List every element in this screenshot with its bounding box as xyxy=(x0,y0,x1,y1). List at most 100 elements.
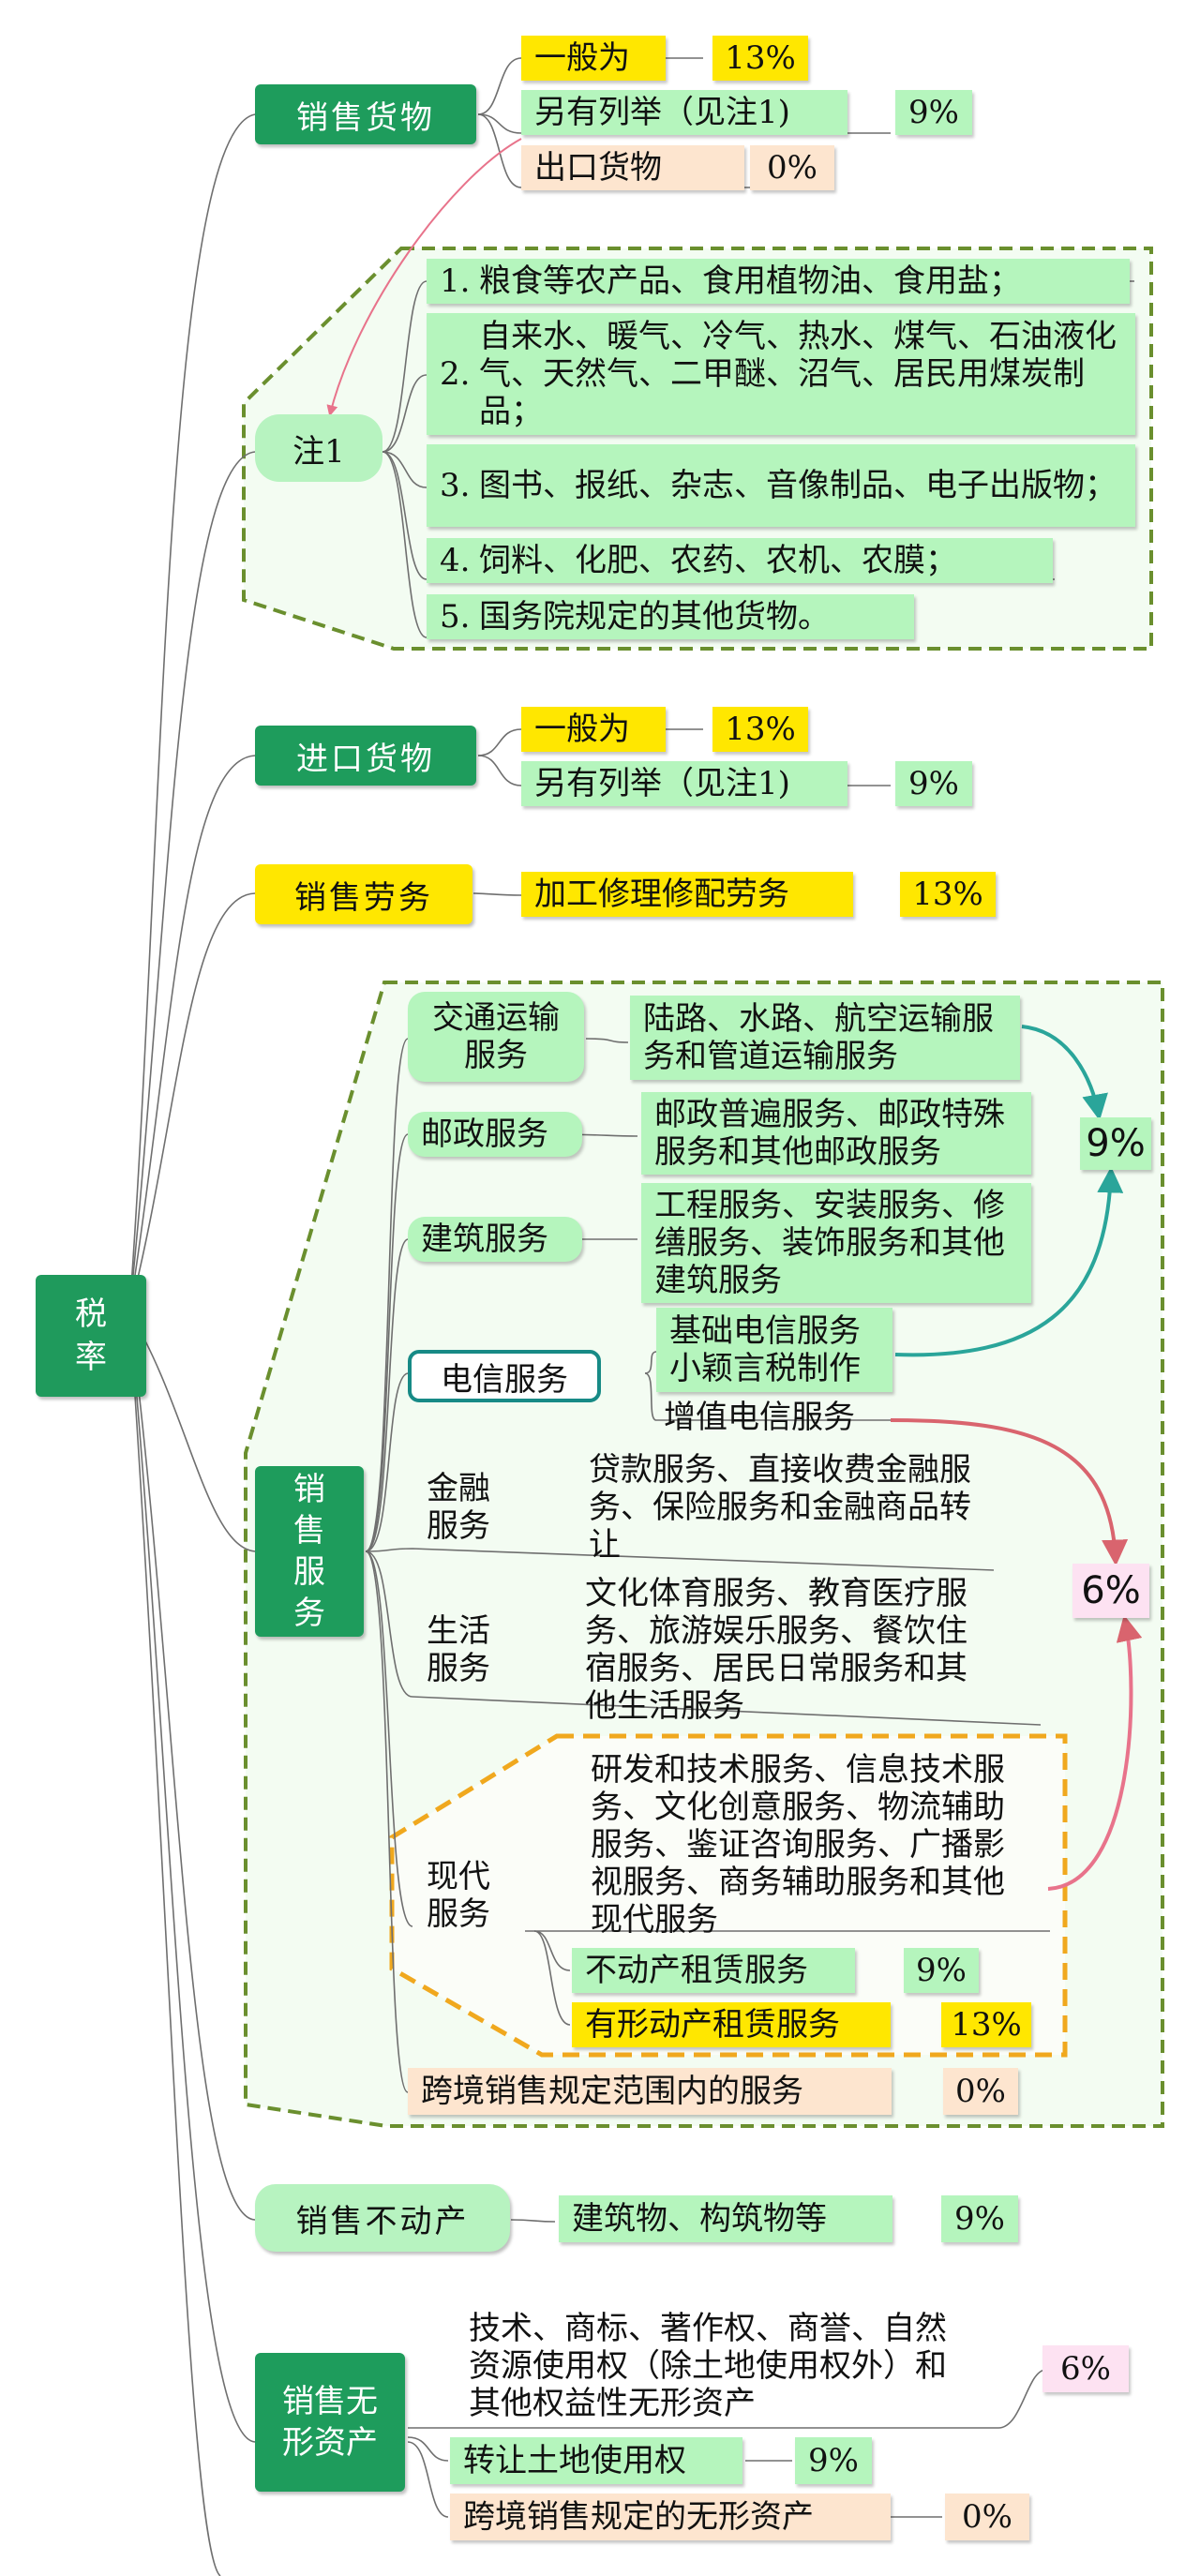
postal-label: 邮政服务 xyxy=(421,1116,548,1153)
note1-item-1: 1. 粮食等农产品、食用植物油、食用盐； xyxy=(427,259,1130,304)
import-goods-node[interactable]: 进口货物 xyxy=(255,726,476,786)
goods-listed-rate[interactable]: 9% xyxy=(895,90,972,135)
intangible-tech-text: 技术、商标、著作权、商誉、自然资源使用权（除土地使用权外）和其他权益性无形资产 xyxy=(469,2310,947,2422)
intangible-cross-border-label: 跨境销售规定的无形资产 xyxy=(463,2498,814,2536)
transport-detail: 陆路、水路、航空运输服务和管道运输服务 xyxy=(630,996,1020,1080)
sales-realestate-node[interactable]: 销售不动产 xyxy=(255,2184,510,2252)
finance-detail: 贷款服务、直接收费金融服务、保险服务和金融商品转让 xyxy=(589,1451,971,1564)
import-general-box[interactable]: 一般为 xyxy=(521,707,666,752)
import-general-label: 一般为 xyxy=(534,711,630,748)
transport-label: 交通运输服务 xyxy=(432,999,560,1074)
realestate-building-label: 建筑物、构筑物等 xyxy=(572,2200,827,2238)
root-node[interactable]: 税率 xyxy=(36,1275,146,1397)
import-listed-label: 另有列举（见注1) xyxy=(534,765,790,802)
import-general-rate[interactable]: 13% xyxy=(712,707,808,752)
modern-region xyxy=(389,1733,1068,2058)
sales-labor-label: 销售劳务 xyxy=(294,878,433,917)
intangible-tech-rate-text: 6% xyxy=(1060,2350,1111,2388)
sales-intangible-node[interactable]: 销售无形资产 xyxy=(255,2353,405,2492)
services-rate-9-text: 9% xyxy=(1086,1122,1146,1165)
note1-node[interactable]: 注1 xyxy=(255,414,382,482)
intangible-tech-rate[interactable]: 6% xyxy=(1042,2345,1129,2392)
goods-general-rate[interactable]: 13% xyxy=(712,36,808,81)
telecom-basic: 基础电信服务小颖言税制作 xyxy=(656,1308,892,1392)
intangible-land-box[interactable]: 转让土地使用权 xyxy=(450,2437,742,2484)
root-label: 税率 xyxy=(75,1295,107,1376)
import-listed-box[interactable]: 另有列举（见注1) xyxy=(521,761,848,806)
note1-item-text: 图书、报纸、杂志、音像制品、电子出版物； xyxy=(479,467,1117,504)
construction-node[interactable]: 建筑服务 xyxy=(408,1217,582,1262)
construction-detail: 工程服务、安装服务、修缮服务、装饰服务和其他建筑服务 xyxy=(641,1183,1031,1303)
import-listed-rate[interactable]: 9% xyxy=(895,761,972,806)
note1-item-4: 4. 饲料、化肥、农药、农机、农膜； xyxy=(427,538,1053,583)
life-detail: 文化体育服务、教育医疗服务、旅游娱乐服务、餐饮住宿服务、居民日常服务和其他生活服… xyxy=(585,1575,968,1725)
goods-export-rate-text: 0% xyxy=(767,149,818,187)
labor-processing-rate-text: 13% xyxy=(912,876,983,913)
note1-item-2: 2. 自来水、暖气、冷气、热水、煤气、石油液化气、天然气、二甲醚、沼气、居民用煤… xyxy=(427,313,1135,435)
transport-node[interactable]: 交通运输服务 xyxy=(408,992,584,1082)
realestate-building-box[interactable]: 建筑物、构筑物等 xyxy=(559,2195,892,2242)
note1-label: 注1 xyxy=(292,432,345,471)
intangible-cross-border-rate[interactable]: 0% xyxy=(945,2494,1029,2540)
intangible-cross-border-box[interactable]: 跨境销售规定的无形资产 xyxy=(450,2494,891,2540)
intangible-land-rate[interactable]: 9% xyxy=(795,2437,872,2484)
note1-item-num: 3. xyxy=(440,467,471,504)
real-estate-lease-rate-text: 9% xyxy=(916,1952,967,1989)
postal-node[interactable]: 邮政服务 xyxy=(408,1112,582,1157)
sales-labor-node[interactable]: 销售劳务 xyxy=(255,864,472,924)
cross-border-services-rate-text: 0% xyxy=(955,2073,1006,2110)
finance-label: 金融服务 xyxy=(427,1470,490,1545)
movable-lease-label: 有形动产租赁服务 xyxy=(585,2006,840,2044)
goods-listed-label: 另有列举（见注1) xyxy=(534,94,790,131)
goods-listed-box[interactable]: 另有列举（见注1) xyxy=(521,90,848,135)
services-rate-6-text: 6% xyxy=(1081,1569,1141,1612)
intangible-land-rate-text: 9% xyxy=(808,2442,859,2479)
movable-lease-rate-text: 13% xyxy=(951,2006,1022,2044)
services-rate-6[interactable]: 6% xyxy=(1072,1564,1149,1618)
intangible-land-label: 转让土地使用权 xyxy=(463,2442,686,2479)
goods-export-box[interactable]: 出口货物 xyxy=(521,145,744,190)
real-estate-lease-label: 不动产租赁服务 xyxy=(585,1952,808,1989)
goods-general-box[interactable]: 一般为 xyxy=(521,36,666,81)
cross-border-services-rate[interactable]: 0% xyxy=(943,2068,1018,2115)
realestate-building-rate-text: 9% xyxy=(954,2200,1005,2238)
note1-item-text: 自来水、暖气、冷气、热水、煤气、石油液化气、天然气、二甲醚、沼气、居民用煤炭制品… xyxy=(479,318,1117,430)
telecom-value-added: 增值电信服务 xyxy=(664,1399,855,1436)
import-goods-label: 进口货物 xyxy=(296,740,435,778)
postal-detail-text: 邮政普遍服务、邮政特殊服务和其他邮政服务 xyxy=(654,1096,1005,1171)
modern-label: 现代服务 xyxy=(427,1858,490,1933)
realestate-building-rate[interactable]: 9% xyxy=(941,2195,1018,2242)
movable-lease-box[interactable]: 有形动产租赁服务 xyxy=(572,2002,891,2047)
labor-processing-box[interactable]: 加工修理修配劳务 xyxy=(521,872,853,917)
goods-listed-rate-text: 9% xyxy=(908,94,959,131)
sales-goods-node[interactable]: 销售货物 xyxy=(255,84,476,144)
telecom-label: 电信服务 xyxy=(441,1360,568,1399)
note1-item-3: 3. 图书、报纸、杂志、音像制品、电子出版物； xyxy=(427,444,1135,527)
transport-detail-text: 陆路、水路、航空运输服务和管道运输服务 xyxy=(643,1000,994,1075)
services-rate-9[interactable]: 9% xyxy=(1080,1117,1151,1170)
real-estate-lease-rate[interactable]: 9% xyxy=(904,1948,979,1993)
goods-export-label: 出口货物 xyxy=(534,149,662,187)
goods-export-rate[interactable]: 0% xyxy=(750,145,834,190)
life-label: 生活服务 xyxy=(427,1612,490,1687)
telecom-basic-text: 基础电信服务小颖言税制作 xyxy=(669,1312,861,1387)
postal-detail: 邮政普遍服务、邮政特殊服务和其他邮政服务 xyxy=(641,1092,1031,1175)
sales-goods-label: 销售货物 xyxy=(296,98,435,137)
telecom-node[interactable]: 电信服务 xyxy=(408,1350,601,1402)
cross-border-services-label: 跨境销售规定范围内的服务 xyxy=(421,2073,803,2110)
note1-item-5: 5. 国务院规定的其他货物。 xyxy=(427,594,914,639)
cross-border-services-box[interactable]: 跨境销售规定范围内的服务 xyxy=(408,2068,892,2115)
note1-item-text: 饲料、化肥、农药、农机、农膜； xyxy=(479,542,957,579)
construction-detail-text: 工程服务、安装服务、修缮服务、装饰服务和其他建筑服务 xyxy=(654,1187,1005,1299)
real-estate-lease-box[interactable]: 不动产租赁服务 xyxy=(572,1948,855,1993)
sales-intangible-label: 销售无形资产 xyxy=(282,2383,378,2462)
intangible-cross-border-rate-text: 0% xyxy=(962,2498,1012,2536)
note1-item-num: 2. xyxy=(440,355,471,393)
import-general-rate-text: 13% xyxy=(725,711,796,748)
movable-lease-rate[interactable]: 13% xyxy=(941,2002,1031,2047)
sales-services-node[interactable]: 销售服务 xyxy=(255,1466,364,1637)
sales-realestate-label: 销售不动产 xyxy=(295,2202,470,2240)
sales-services-label: 销售服务 xyxy=(293,1471,325,1632)
labor-processing-rate[interactable]: 13% xyxy=(900,872,996,917)
modern-detail: 研发和技术服务、信息技术服务、文化创意服务、物流辅助服务、鉴证咨询服务、广播影视… xyxy=(591,1751,1005,1939)
